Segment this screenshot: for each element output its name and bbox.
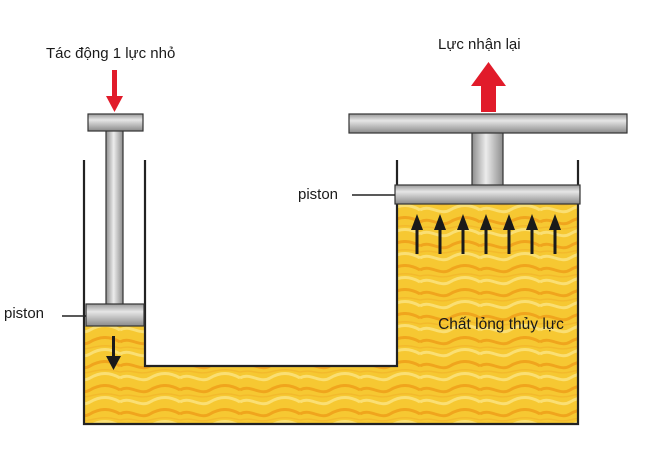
hydraulic-fluid: [84, 203, 578, 424]
arrow-up-black-icon: [434, 214, 446, 254]
arrow-up-black-icon: [549, 214, 561, 254]
container-outline: [82, 160, 580, 426]
arrow-up-red-icon: [471, 62, 506, 112]
large-piston: [348, 113, 628, 205]
large-piston-label: piston: [298, 186, 339, 203]
small-piston: [85, 113, 145, 327]
arrow-up-black-icon: [503, 214, 515, 254]
output-force-label: Lực nhận lại: [438, 36, 521, 53]
fluid-label: Chất lỏng thủy lực: [438, 316, 564, 333]
small-piston-label: piston: [4, 305, 45, 322]
arrow-up-black-icon: [411, 214, 423, 254]
arrow-down-red-icon: [106, 70, 123, 112]
arrow-up-black-icon: [457, 214, 469, 254]
pressure-arrows: [411, 214, 561, 254]
arrow-up-black-icon: [526, 214, 538, 254]
arrow-down-black-icon: [106, 336, 121, 370]
input-force-label: Tác động 1 lực nhỏ: [46, 45, 176, 62]
arrow-up-black-icon: [480, 214, 492, 254]
